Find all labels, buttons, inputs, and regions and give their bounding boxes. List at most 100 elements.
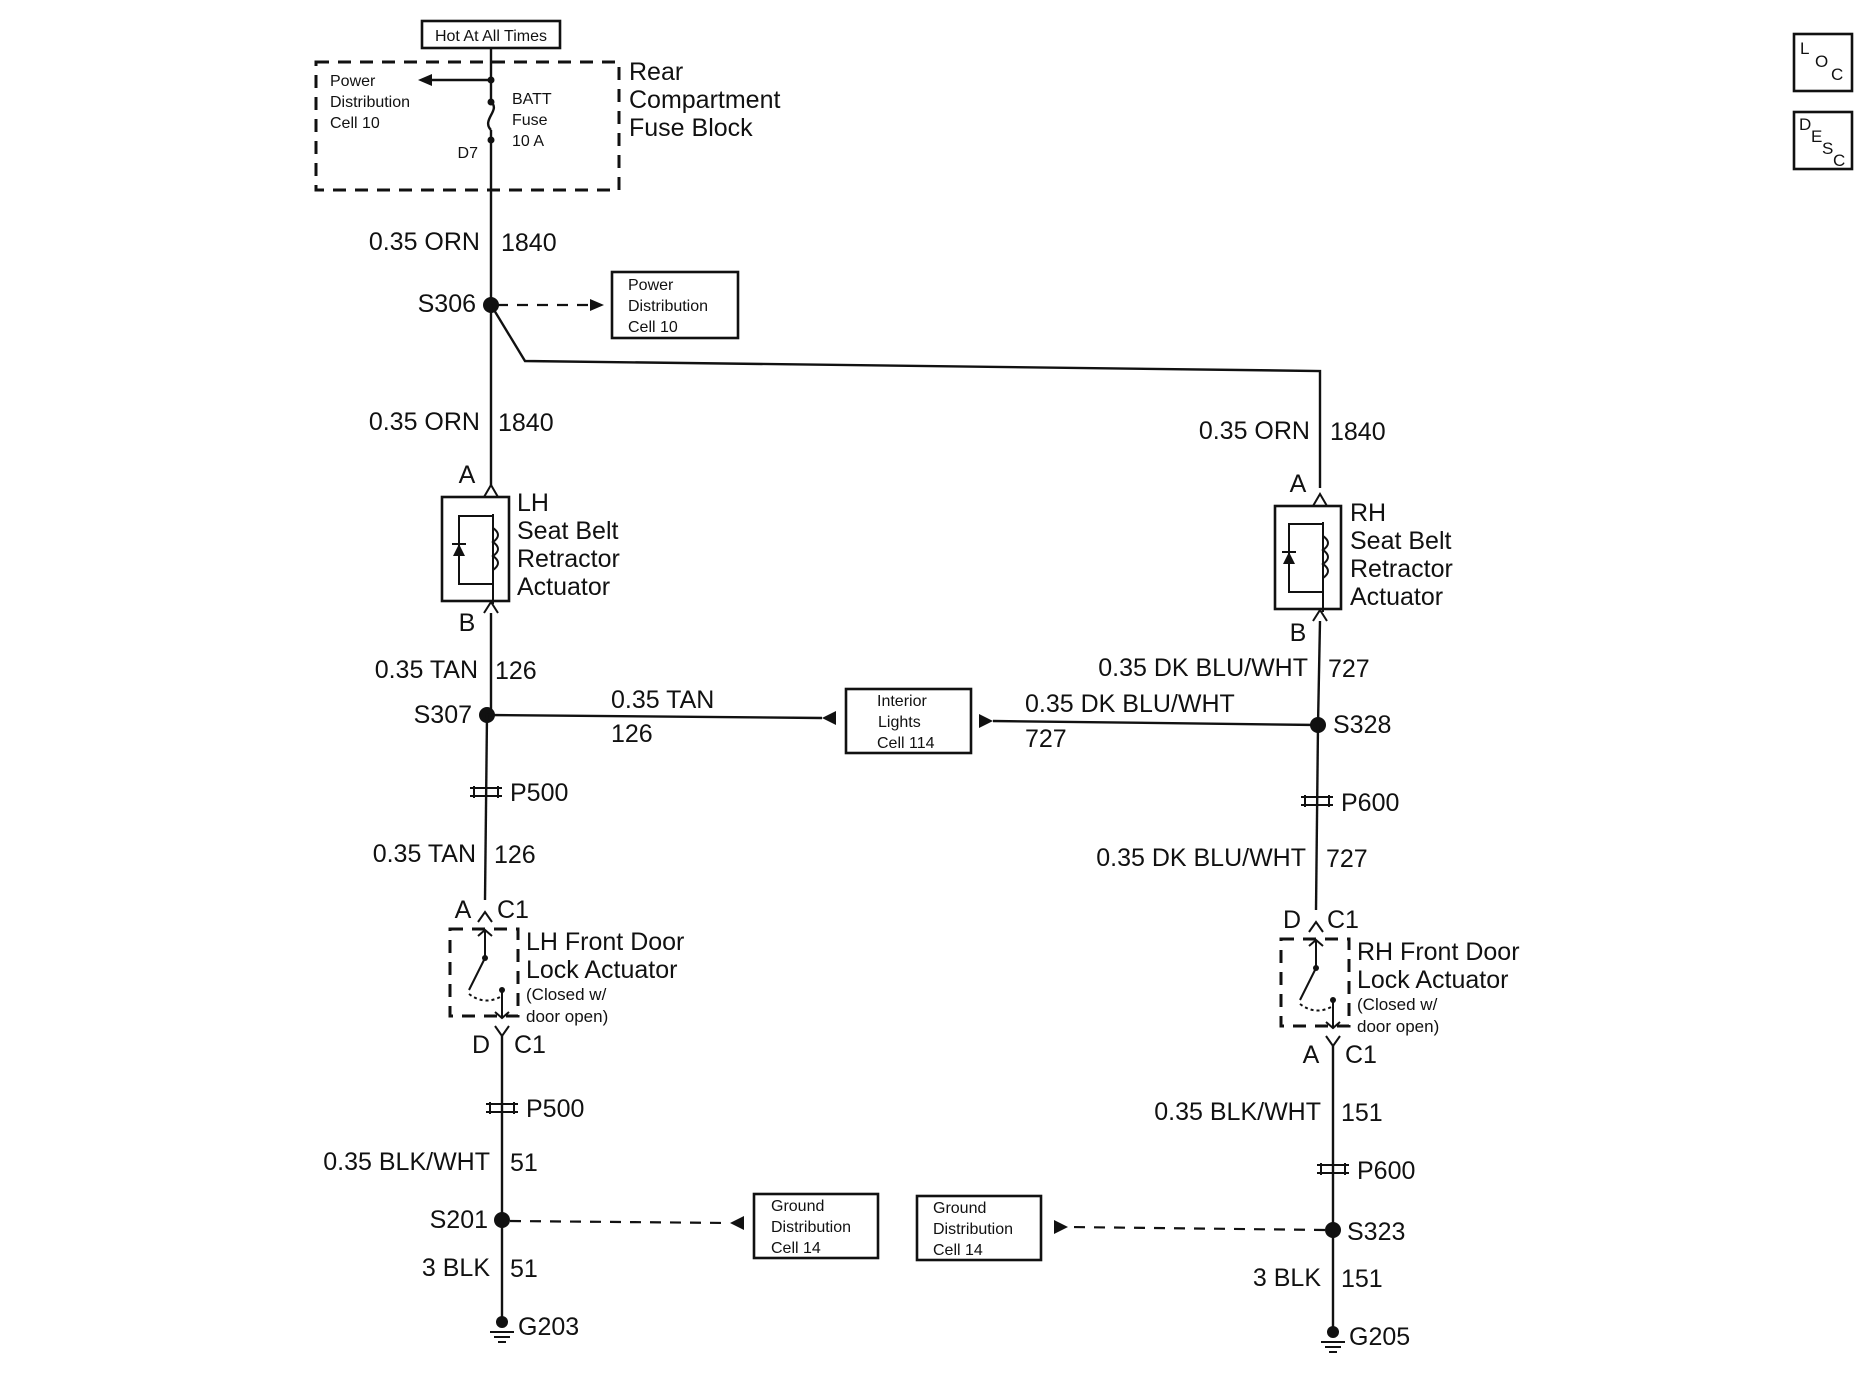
rh-actuator-pin-a: A — [1290, 470, 1307, 498]
mid-right-circuit: 727 — [1025, 725, 1067, 753]
arrow-right-icon — [590, 299, 604, 311]
s306-to-rh-wire — [489, 304, 1322, 488]
arrow-left-icon-3 — [730, 1216, 744, 1230]
power-dist-ref-box — [610, 270, 740, 340]
lh-door-conn-top: C1 — [497, 896, 529, 924]
splice-s306-label: S306 — [418, 290, 476, 318]
fuse-block-title-2: Compartment — [629, 86, 780, 114]
lh-door-pin-bottom: D — [472, 1031, 490, 1059]
right-wire-3 — [1314, 724, 1320, 911]
connector-p600-bottom — [1317, 1163, 1349, 1175]
power-dist-inner-3: Cell 10 — [330, 115, 380, 132]
interior-lights-ref-2: Lights — [878, 714, 921, 731]
rh-door-conn-top: C1 — [1327, 906, 1359, 934]
ground-dist-left-box — [752, 1192, 880, 1260]
p600-bottom-label: P600 — [1357, 1157, 1415, 1185]
left-wire-4 — [483, 714, 489, 901]
ground-dist-right-box — [915, 1194, 1043, 1262]
rh-door-conn-bottom: C1 — [1345, 1041, 1377, 1069]
ground-dist-right-2: Distribution — [933, 1221, 1013, 1238]
svg-text:E: E — [1811, 127, 1822, 146]
p500-bottom-label: P500 — [526, 1095, 584, 1123]
left-w1-wire: 0.35 ORN — [369, 228, 480, 256]
p600-top-label: P600 — [1341, 789, 1399, 817]
splice-s328-label: S328 — [1333, 711, 1391, 739]
left-w3-circuit: 126 — [495, 657, 537, 685]
lh-actuator-pin-a: A — [459, 461, 476, 489]
right-w2-wire: 0.35 DK BLU/WHT — [1098, 654, 1308, 682]
svg-text:D: D — [1799, 115, 1811, 134]
connector-p500-bottom — [486, 1102, 518, 1114]
ground-g205-icon — [1321, 1326, 1345, 1353]
mid-left-wire: 0.35 TAN — [611, 686, 714, 714]
fuse-label-1: BATT — [512, 91, 552, 108]
hot-at-all-times-label: Hot At All Times — [435, 28, 547, 45]
left-w3-wire: 0.35 TAN — [375, 656, 478, 684]
svg-text:L: L — [1800, 39, 1809, 58]
left-w2-wire: 0.35 ORN — [369, 408, 480, 436]
left-w1-circuit: 1840 — [501, 229, 557, 257]
lh-door-pin-top: A — [455, 896, 472, 924]
lh-door-label-1: LH Front Door — [526, 928, 684, 956]
power-dist-inner-2: Distribution — [330, 94, 410, 111]
lh-door-label-2: Lock Actuator — [526, 956, 677, 984]
splice-s201-label: S201 — [430, 1206, 488, 1234]
splice-s307-label: S307 — [414, 701, 472, 729]
left-w5-circuit: 51 — [510, 1149, 538, 1177]
ground-dist-right-1: Ground — [933, 1200, 986, 1217]
rh-actuator-label-2: Seat Belt — [1350, 527, 1452, 555]
interior-lights-ref-1: Interior — [877, 693, 927, 710]
rh-actuator-label-1: RH — [1350, 499, 1386, 527]
lh-door-label-3: (Closed w/ — [526, 985, 607, 1004]
mid-left-circuit: 126 — [611, 720, 653, 748]
ground-dist-left-3: Cell 14 — [771, 1240, 821, 1257]
lh-door-lock-actuator-box — [448, 927, 520, 1018]
rh-door-label-1: RH Front Door — [1357, 938, 1520, 966]
rh-door-pin-bottom: A — [1303, 1041, 1320, 1069]
rh-door-label-3: (Closed w/ — [1357, 995, 1438, 1014]
rh-actuator-label-3: Retractor — [1350, 555, 1453, 583]
svg-text:C: C — [1833, 151, 1845, 170]
fuse-block-title-3: Fuse Block — [629, 114, 753, 142]
right-w4-circuit: 151 — [1341, 1099, 1383, 1127]
power-dist-ref-3: Cell 10 — [628, 319, 678, 336]
lh-actuator-label-3: Retractor — [517, 545, 620, 573]
switch-icon — [468, 957, 486, 991]
right-w5-wire: 3 BLK — [1253, 1264, 1321, 1292]
lh-actuator-pin-b: B — [459, 609, 476, 637]
rh-door-lock-actuator-box — [1279, 937, 1351, 1028]
svg-text:O: O — [1815, 52, 1828, 71]
coil-icon — [491, 527, 499, 571]
lh-actuator-label-2: Seat Belt — [517, 517, 619, 545]
power-dist-ref-1: Power — [628, 277, 674, 294]
lh-actuator-label-1: LH — [517, 489, 549, 517]
ground-dist-left-1: Ground — [771, 1198, 824, 1215]
right-w2-circuit: 727 — [1328, 655, 1370, 683]
arrow-left-icon — [418, 74, 432, 86]
diode-icon — [453, 544, 465, 556]
power-dist-ref-2: Distribution — [628, 298, 708, 315]
ground-dist-right-3: Cell 14 — [933, 1242, 983, 1259]
right-w5-circuit: 151 — [1341, 1265, 1383, 1293]
arrow-right-icon-3 — [1054, 1220, 1068, 1234]
rh-door-label-2: Lock Actuator — [1357, 966, 1508, 994]
rh-actuator-label-4: Actuator — [1350, 583, 1443, 611]
right-w3-wire: 0.35 DK BLU/WHT — [1096, 844, 1306, 872]
desc-icon[interactable]: D E S C — [1792, 110, 1854, 171]
s201-ground-link — [509, 1219, 731, 1225]
p500-top-label: P500 — [510, 779, 568, 807]
rear-fuse-block-outline — [314, 60, 621, 192]
lh-door-label-4: door open) — [526, 1007, 608, 1026]
loc-icon[interactable]: L O C — [1792, 32, 1854, 93]
right-w1-wire: 0.35 ORN — [1199, 417, 1310, 445]
mid-right-wire: 0.35 DK BLU/WHT — [1025, 690, 1235, 718]
rh-door-pin-top: D — [1283, 906, 1301, 934]
ground-g203-icon — [490, 1316, 514, 1343]
right-w4-wire: 0.35 BLK/WHT — [1154, 1098, 1321, 1126]
left-w6-wire: 3 BLK — [422, 1254, 490, 1282]
svg-text:S: S — [1822, 139, 1833, 158]
lh-door-conn-bottom: C1 — [514, 1031, 546, 1059]
fuse-label-2: Fuse — [512, 112, 548, 129]
arrow-left-icon-2 — [822, 711, 836, 725]
